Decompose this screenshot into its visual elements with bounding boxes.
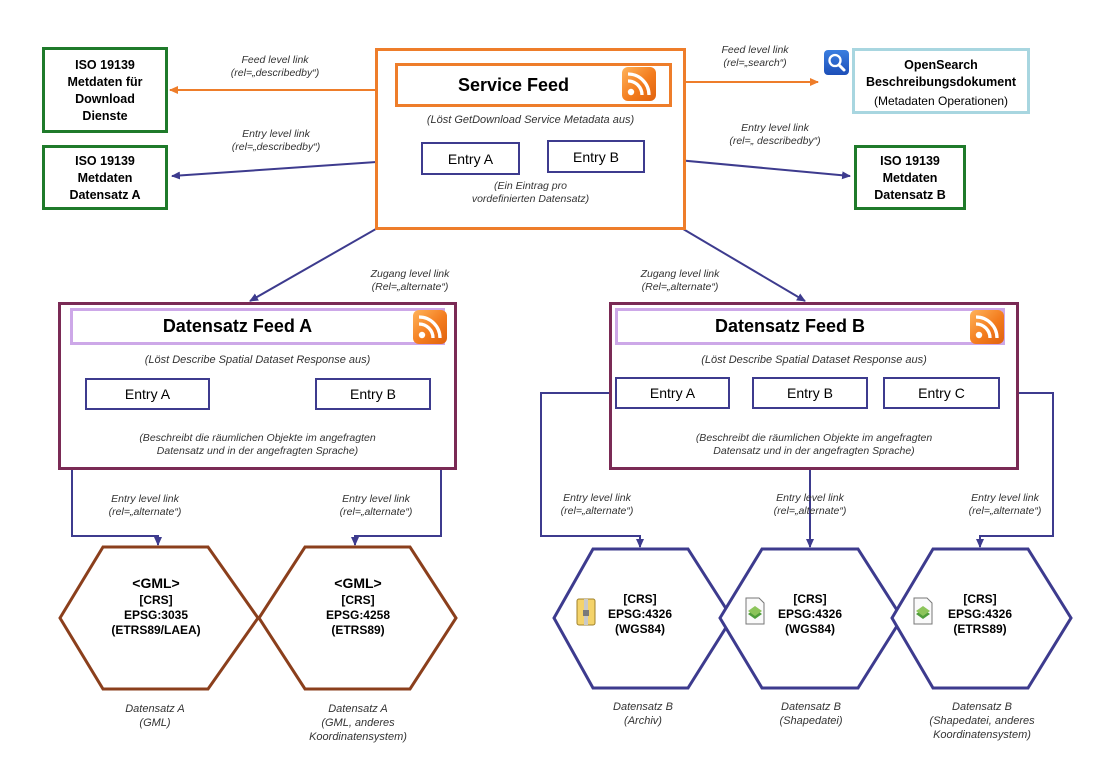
hex-b-shapefile-crs: [CRS] EPSG:4326 (WGS84) [777, 592, 843, 636]
zugang-link-left-label: Zugang level link (Rel=„alternate“) [370, 268, 450, 293]
iso-metadata-dataset-b-box: ISO 19139 Metdaten Datensatz B [854, 145, 966, 210]
iso-metadata-download-services-text: ISO 19139 Metdaten für Download Dienste [67, 58, 143, 123]
rss-feed-icon [622, 67, 656, 101]
shapefile-icon [744, 597, 766, 625]
datensatz-feed-b-subtitle: (Löst Describe Spatial Dataset Response … [701, 354, 927, 366]
shapefile-icon [912, 597, 934, 625]
datensatz-feed-b-title: Datensatz Feed B [714, 316, 866, 336]
service-feed-box: Service Feed (Löst GetDownload Service M… [375, 48, 686, 230]
hexagon-b-shapefile [718, 547, 904, 690]
hex-a-gml-3035-crs: [CRS] EPSG:3035 (ETRS89/LAEA) [111, 593, 201, 637]
rss-feed-icon [970, 310, 1004, 344]
caption-dataset-a-gml-other: Datensatz A (GML, anderes Koordinatensys… [309, 703, 407, 743]
entry-link-left-label: Entry level link (rel=„describedby“) [231, 128, 321, 153]
zugang-link-right-label: Zugang level link (Rel=„alternate“) [640, 268, 720, 293]
datensatz-feed-a-title: Datensatz Feed A [162, 316, 313, 336]
entry-link-a2-label: Entry level link (rel=„alternate“) [339, 493, 413, 518]
hex-b-shapefile-other-crs: [CRS] EPSG:4326 (ETRS89) [947, 592, 1013, 636]
rss-feed-icon [413, 310, 447, 344]
entry-link-a1-label: Entry level link (rel=„alternate“) [108, 493, 182, 518]
hexagon-b-archive [552, 547, 734, 690]
service-feed-entry-a[interactable]: Entry A [421, 142, 520, 175]
feed-link-left-label: Feed level link (rel=„describedby“) [230, 54, 320, 79]
service-feed-entry-b[interactable]: Entry B [547, 140, 645, 173]
entry-b-link-c-line [976, 392, 1054, 548]
datensatz-feed-a-title-bar: Datensatz Feed A [70, 308, 445, 345]
entry-link-b2-label: Entry level link (rel=„alternate“) [773, 492, 847, 517]
caption-dataset-b-shapefile-other: Datensatz B (Shapedatei, anderes Koordin… [929, 701, 1035, 741]
hex-a-gml-4258-crs: [CRS] EPSG:4258 (ETRS89) [325, 593, 391, 637]
opensearch-title: OpenSearch Beschreibungsdokument [865, 58, 1017, 89]
iso-metadata-dataset-a-text: ISO 19139 Metdaten Datensatz A [69, 154, 141, 202]
hex-b-archive-crs: [CRS] EPSG:4326 (WGS84) [607, 592, 673, 636]
datensatz-feed-a-description: (Beschreibt die räumlichen Objekte im an… [139, 432, 376, 457]
hex-a-gml-3035-format: <GML> [132, 575, 180, 591]
iso-metadata-dataset-b-text: ISO 19139 Metdaten Datensatz B [874, 154, 946, 202]
feed-b-entry-a-label: Entry A [649, 385, 696, 401]
archive-file-icon [576, 597, 596, 627]
feed-a-entry-b-label: Entry B [350, 386, 396, 402]
service-feed-title: Service Feed [457, 74, 570, 95]
hexagon-a-gml-4258 [257, 545, 458, 691]
opensearch-subtitle: (Metadaten Operationen) [873, 94, 1009, 108]
hexagon-b-shapefile-other [890, 547, 1073, 690]
entry-link-b3-label: Entry level link (rel=„alternate“) [968, 492, 1042, 517]
feed-b-entry-c[interactable]: Entry C [883, 377, 1000, 409]
feed-a-entry-a-label: Entry A [124, 386, 171, 402]
hexagon-a-gml-3035 [58, 545, 260, 691]
entry-link-right-label: Entry level link (rel=„ describedby“) [729, 122, 821, 147]
feed-b-entry-a[interactable]: Entry A [615, 377, 730, 409]
datensatz-feed-a-subtitle: (Löst Describe Spatial Dataset Response … [144, 354, 371, 366]
feed-b-entry-b-label: Entry B [787, 385, 833, 401]
caption-dataset-a-gml: Datensatz A (GML) [125, 703, 185, 729]
entry-b-link-a-line [540, 392, 644, 548]
feed-a-entry-a[interactable]: Entry A [85, 378, 210, 410]
feed-b-entry-c-label: Entry C [918, 385, 965, 401]
service-feed-subtitle: (Löst GetDownload Service Metadata aus) [426, 114, 635, 126]
iso-metadata-dataset-a-box: ISO 19139 Metdaten Datensatz A [42, 145, 168, 210]
service-feed-title-bar: Service Feed [395, 63, 672, 107]
search-icon [824, 50, 849, 75]
hex-a-gml-4258-format: <GML> [334, 575, 382, 591]
service-feed-entry-a-label: Entry A [447, 150, 494, 167]
datensatz-feed-b-description: (Beschreibt die räumlichen Objekte im an… [695, 432, 933, 457]
feed-link-right-label: Feed level link (rel=„search“) [721, 44, 789, 69]
feed-a-entry-b[interactable]: Entry B [315, 378, 431, 410]
caption-dataset-b-shapefile: Datensatz B (Shapedatei) [779, 701, 843, 727]
caption-dataset-b-archive: Datensatz B (Archiv) [613, 701, 673, 727]
service-feed-entry-b-label: Entry B [573, 148, 619, 165]
opensearch-description-box: OpenSearch Beschreibungsdokument (Metada… [852, 48, 1030, 114]
service-feed-note: (Ein Eintrag pro vordefinierten Datensat… [471, 180, 590, 205]
feed-b-entry-b[interactable]: Entry B [752, 377, 868, 409]
iso-metadata-download-services-box: ISO 19139 Metdaten für Download Dienste [42, 47, 168, 133]
entry-link-b1-label: Entry level link (rel=„alternate“) [560, 492, 634, 517]
datensatz-feed-b-title-bar: Datensatz Feed B [615, 308, 1005, 345]
